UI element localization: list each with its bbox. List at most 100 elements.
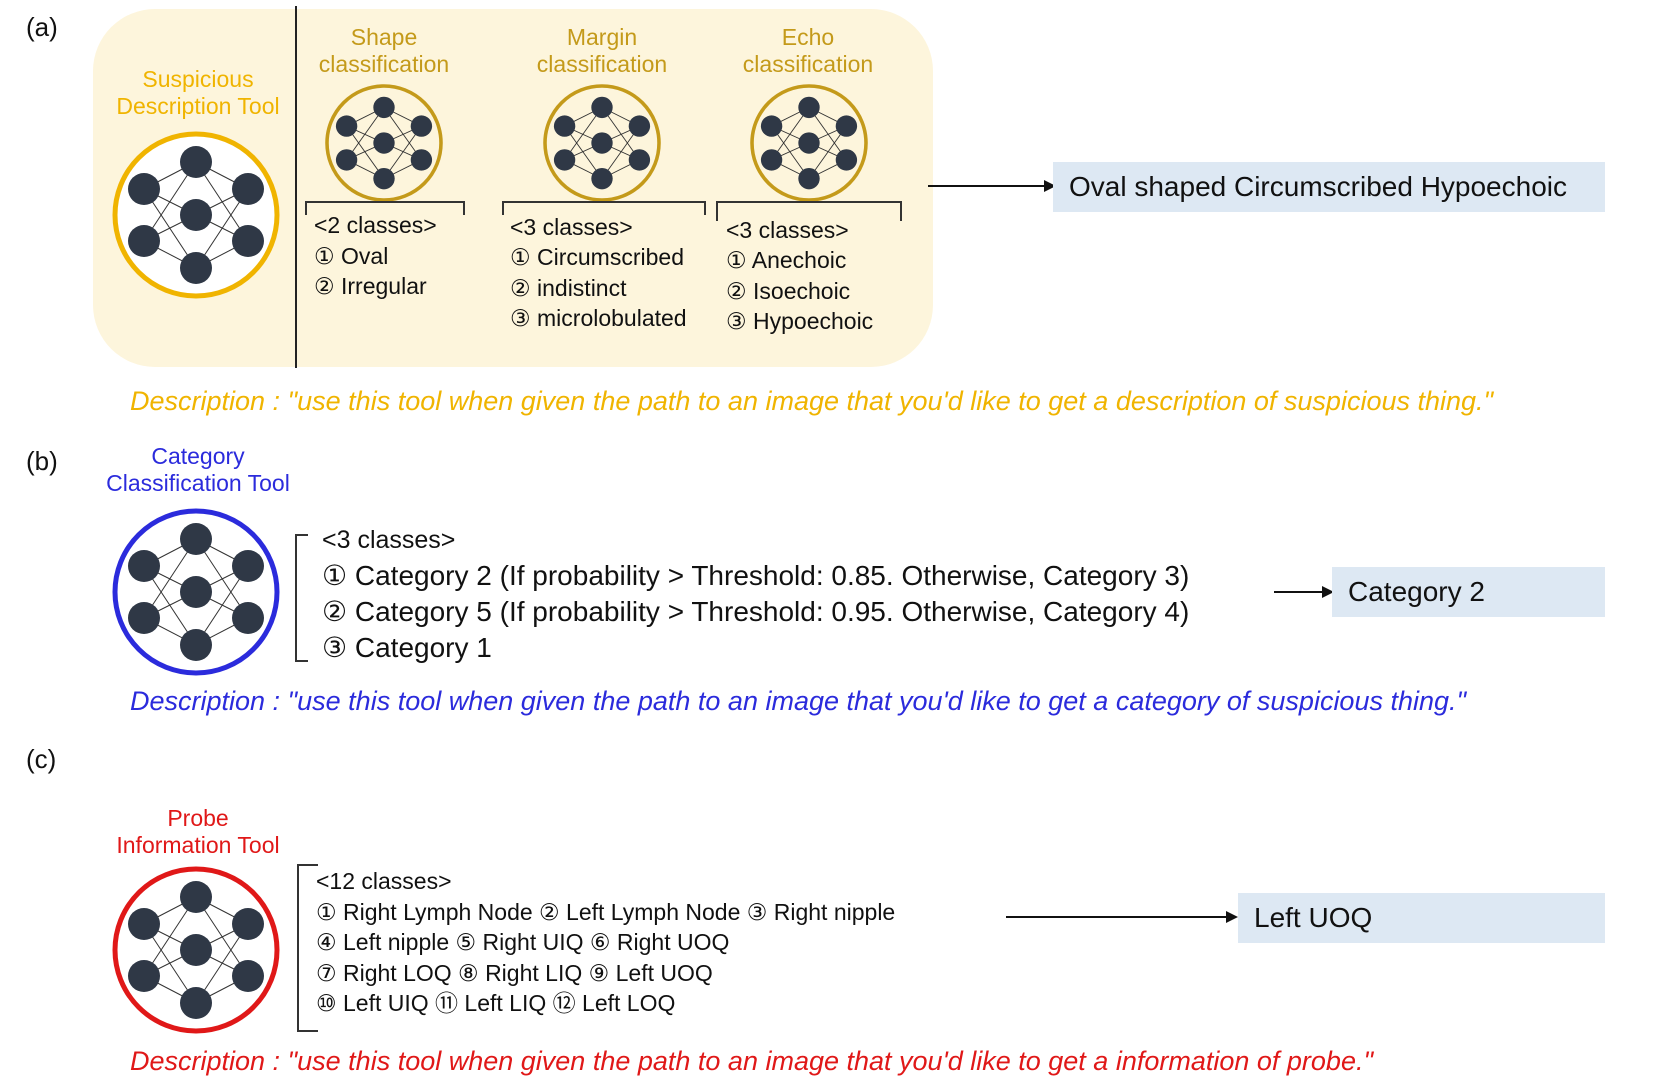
margin-classification-title: Margin classification	[522, 24, 682, 78]
network-node	[798, 132, 820, 154]
network-node	[553, 149, 576, 171]
margin-title-line2: classification	[536, 51, 668, 77]
panel-c-label: (c)	[26, 744, 57, 774]
shape-bracket	[305, 201, 465, 215]
echo-title-line2: classification	[742, 51, 874, 77]
network-node	[628, 149, 651, 171]
category-tool-title-line2: Classification Tool	[106, 470, 290, 496]
category-class-item: ③ Category 1	[322, 632, 492, 663]
shape-title-line1: Shape	[350, 24, 418, 50]
arrow-icon	[1274, 586, 1334, 598]
panel-c-description: Description : "use this tool when given …	[130, 1046, 1374, 1076]
margin-class-list: <3 classes> ① Circumscribed ② indistinct…	[510, 214, 687, 334]
panel-b-result: Category 2	[1332, 567, 1605, 617]
network-node	[232, 225, 264, 257]
echo-class-count: <3 classes>	[726, 217, 849, 243]
network-node	[180, 252, 212, 284]
category-bracket	[295, 534, 308, 662]
probe-tool-title-line2: Information Tool	[116, 832, 280, 858]
network-node	[798, 96, 820, 119]
network-node	[180, 199, 212, 231]
suspicious-tool-title-line1: Suspicious	[142, 66, 254, 92]
margin-network-icon	[543, 84, 661, 202]
network-node	[180, 629, 212, 661]
shape-classification-title: Shape classification	[304, 24, 464, 78]
network-node	[180, 576, 212, 608]
margin-class-item: ③ microlobulated	[510, 305, 687, 331]
network-node	[180, 523, 212, 555]
network-node	[591, 167, 613, 190]
margin-class-item: ② indistinct	[510, 274, 627, 301]
category-class-count: <3 classes>	[322, 526, 456, 554]
network-node	[128, 550, 160, 582]
network-node	[835, 115, 858, 137]
shape-class-item: ① Oval	[314, 242, 389, 269]
echo-bracket	[716, 201, 902, 221]
probe-tool-title-line1: Probe	[167, 805, 229, 831]
probe-class-count: <12 classes>	[316, 868, 452, 894]
network-node	[591, 132, 613, 154]
network-node	[373, 132, 395, 154]
echo-class-list: <3 classes> ① Anechoic ② Isoechoic ③ Hyp…	[726, 217, 874, 337]
margin-class-item: ① Circumscribed	[510, 244, 684, 270]
panel-b-description: Description : "use this tool when given …	[130, 686, 1467, 716]
echo-class-item: ① Anechoic	[726, 247, 847, 273]
echo-network-icon	[750, 84, 868, 202]
arrow-icon	[1006, 911, 1238, 923]
network-node	[553, 115, 576, 137]
probe-class-line: ⑩ Left UIQ ⑪ Left LIQ ⑫ Left LOQ	[316, 990, 676, 1016]
category-tool-title: Category Classification Tool	[90, 443, 306, 497]
probe-class-line: ④ Left nipple ⑤ Right UIQ ⑥ Right UOQ	[316, 929, 730, 955]
category-tool-title-line1: Category	[151, 443, 245, 469]
panel-b-label: (b)	[26, 446, 58, 476]
network-node	[128, 225, 160, 257]
network-node	[410, 115, 433, 137]
network-node	[232, 173, 264, 205]
network-node	[232, 602, 264, 634]
panel-a-divider	[295, 6, 297, 368]
network-node	[798, 167, 820, 190]
probe-network-icon	[112, 866, 280, 1034]
network-node	[335, 149, 358, 171]
category-class-item: ② Category 5 (If probability > Threshold…	[322, 596, 1190, 627]
shape-class-item: ② Irregular	[314, 273, 427, 299]
network-node	[128, 173, 160, 205]
network-node	[180, 146, 212, 178]
network-node	[760, 115, 783, 137]
margin-title-line1: Margin	[566, 24, 638, 50]
network-node	[760, 149, 783, 171]
panel-c-result: Left UOQ	[1238, 893, 1605, 943]
category-class-item: ① Category 2 (If probability > Threshold…	[322, 560, 1190, 591]
suspicious-tool-title: Suspicious Description Tool	[96, 66, 300, 120]
suspicious-tool-title-line2: Description Tool	[116, 93, 280, 119]
probe-tool-title: Probe Information Tool	[96, 805, 300, 859]
network-node	[591, 96, 613, 119]
network-node	[335, 115, 358, 137]
probe-class-list: <12 classes> ① Right Lymph Node ② Left L…	[316, 866, 895, 1019]
network-node	[373, 167, 395, 190]
probe-class-line: ① Right Lymph Node ② Left Lymph Node ③ R…	[316, 898, 896, 925]
echo-title-line1: Echo	[781, 24, 835, 50]
margin-bracket	[502, 201, 706, 215]
network-node	[232, 908, 264, 940]
echo-class-item: ③ Hypoechoic	[726, 308, 874, 334]
network-node	[373, 96, 395, 119]
network-node	[180, 881, 212, 913]
network-node	[628, 115, 651, 137]
network-node	[410, 149, 433, 171]
panel-a-result: Oval shaped Circumscribed Hypoechoic	[1053, 162, 1605, 212]
network-node	[835, 149, 858, 171]
echo-class-item: ② Isoechoic	[726, 277, 851, 304]
network-node	[180, 934, 212, 966]
suspicious-network-icon	[112, 131, 280, 299]
network-node	[128, 602, 160, 634]
echo-classification-title: Echo classification	[728, 24, 888, 78]
probe-class-line: ⑦ Right LOQ ⑧ Right LIQ ⑨ Left UOQ	[316, 959, 713, 986]
shape-title-line2: classification	[318, 51, 450, 77]
network-node	[232, 960, 264, 992]
network-node	[128, 908, 160, 940]
margin-class-count: <3 classes>	[510, 214, 633, 240]
arrow-icon	[928, 180, 1056, 192]
category-network-icon	[112, 508, 280, 676]
shape-network-icon	[325, 84, 443, 202]
